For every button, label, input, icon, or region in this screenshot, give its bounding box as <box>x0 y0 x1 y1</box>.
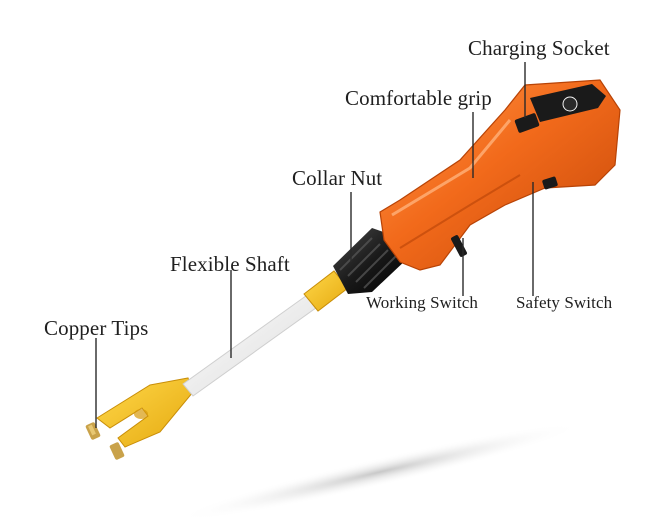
ground-shadow <box>175 422 585 522</box>
label-flexible-shaft: Flexible Shaft <box>170 252 290 276</box>
fork-head <box>96 377 194 448</box>
flexible-shaft <box>182 292 321 397</box>
head-label-panel <box>530 84 606 122</box>
label-charging-socket: Charging Socket <box>468 36 610 60</box>
collar-nut <box>333 228 408 294</box>
working-switch <box>451 235 467 257</box>
label-safety-switch: Safety Switch <box>516 293 613 312</box>
label-collar-nut: Collar Nut <box>292 166 383 190</box>
label-working-switch: Working Switch <box>366 293 478 312</box>
charging-socket-recess <box>514 113 540 133</box>
copper-tips <box>85 422 125 460</box>
safety-switch <box>542 176 558 190</box>
head-logo <box>562 96 578 112</box>
label-copper-tips: Copper Tips <box>44 316 149 340</box>
shaft-band <box>303 270 349 312</box>
label-comfortable-grip: Comfortable grip <box>345 86 492 110</box>
